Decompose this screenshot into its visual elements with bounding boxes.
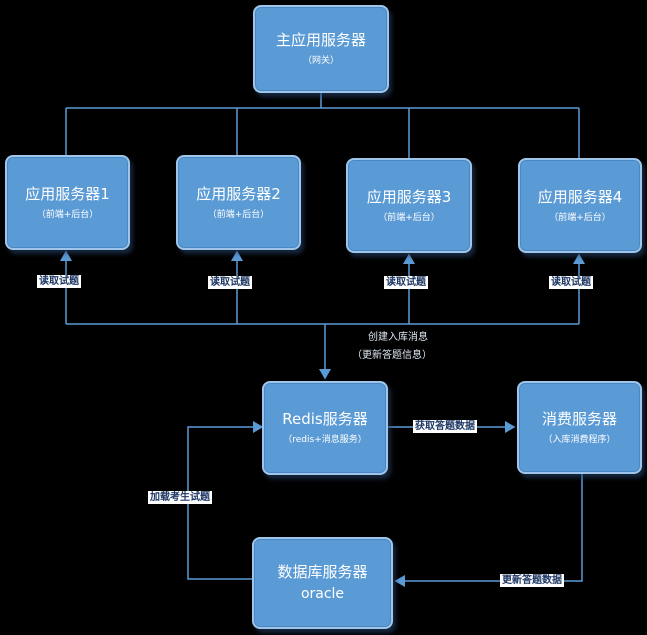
consumer-server-title: 消费服务器 <box>541 409 617 428</box>
update-answer-info-label: （更新答题信息） <box>352 350 432 361</box>
app-server-4-box[interactable]: 应用服务器4 （前端+后台） <box>518 158 642 253</box>
gateway-server-box[interactable]: 主应用服务器 （网关） <box>253 5 389 93</box>
read-exam-label-2: 读取试题 <box>208 276 252 289</box>
database-server-engine: oracle <box>300 586 345 602</box>
app-server-1-subtitle: （前端+后台） <box>36 209 99 220</box>
app-server-1-box[interactable]: 应用服务器1 （前端+后台） <box>5 155 130 250</box>
app-server-1-title: 应用服务器1 <box>25 184 110 203</box>
redis-server-title: Redis服务器 <box>282 410 368 428</box>
update-answer-label: 更新答题数据 <box>500 574 564 587</box>
app-server-3-subtitle: （前端+后台） <box>378 212 440 223</box>
consumer-server-subtitle: （入库消费程序） <box>543 434 616 445</box>
gateway-server-subtitle: （网关） <box>302 56 339 66</box>
app-server-2-box[interactable]: 应用服务器2 （前端+后台） <box>176 155 301 250</box>
app-server-4-subtitle: （前端+后台） <box>549 212 611 223</box>
gateway-server-title: 主应用服务器 <box>275 31 366 49</box>
consumer-server-box[interactable]: 消费服务器 （入库消费程序） <box>517 381 642 474</box>
database-server-title: 数据库服务器 <box>277 563 368 581</box>
app-server-2-title: 应用服务器2 <box>196 184 281 203</box>
redis-server-subtitle: （redis+消息服务） <box>283 435 367 445</box>
redis-server-box[interactable]: Redis服务器 （redis+消息服务） <box>262 381 388 475</box>
load-exam-label: 加载考生试题 <box>148 491 212 504</box>
app-server-3-box[interactable]: 应用服务器3 （前端+后台） <box>346 158 472 253</box>
app-server-2-subtitle: （前端+后台） <box>207 209 270 220</box>
fetch-answer-label: 获取答题数据 <box>413 420 477 433</box>
read-exam-label-4: 读取试题 <box>549 276 593 289</box>
app-server-4-title: 应用服务器4 <box>537 187 623 206</box>
app-server-3-title: 应用服务器3 <box>366 187 452 206</box>
create-message-label: 创建入库消息 <box>368 332 428 343</box>
read-exam-label-3: 读取试题 <box>384 276 428 289</box>
read-exam-label-1: 读取试题 <box>37 275 81 288</box>
database-server-box[interactable]: 数据库服务器 oracle <box>252 537 393 629</box>
update-answer-arrow <box>394 474 583 587</box>
